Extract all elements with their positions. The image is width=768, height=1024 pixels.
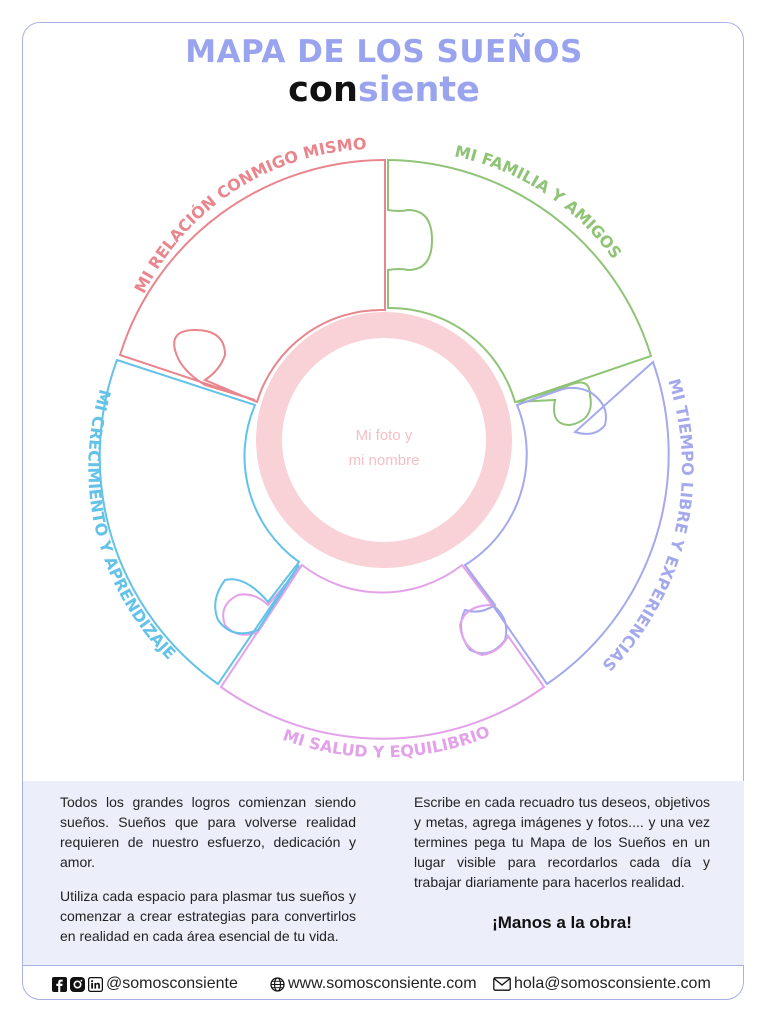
social-handle[interactable]: @somosconsiente [106, 975, 238, 992]
footer-email[interactable]: hola@somosconsiente.com [493, 974, 711, 994]
page-title: MAPA DE LOS SUEÑOS [185, 34, 583, 70]
area-label-familia: MI FAMILIA Y AMIGOS [453, 141, 625, 262]
dream-map: Mi foto y mi nombre MI RELACIÓN CONMIGO … [84, 134, 697, 761]
photo-label-line2: mi nombre [349, 452, 420, 469]
segment-tiempo[interactable] [460, 360, 670, 686]
linkedin-icon[interactable] [88, 976, 103, 992]
instagram-icon[interactable] [70, 976, 85, 992]
segment-salud[interactable] [219, 563, 546, 740]
footer-website[interactable]: www.somosconsiente.com [270, 974, 477, 994]
info-left-paragraph-1: Todos los grandes logros comienzan siend… [60, 794, 356, 870]
footer-social[interactable]: @somosconsiente [52, 974, 238, 994]
globe-icon [270, 976, 285, 992]
area-label-relacion: MI RELACIÓN CONMIGO MISMO [130, 134, 367, 296]
area-label-crecimiento: MI CRECIMIENTO Y APRENDIZAJE [84, 387, 179, 663]
call-to-action: ¡Manos a la obra! [492, 913, 632, 932]
segment-relacion[interactable] [118, 158, 386, 404]
info-right-paragraph-1: Escribe en cada recuadro tus deseos, obj… [414, 794, 710, 890]
brand-logo: consiente [0, 70, 768, 110]
brand-part-1: con [288, 70, 358, 110]
brand-part-2: siente [357, 70, 480, 110]
email-link[interactable]: hola@somosconsiente.com [514, 975, 711, 992]
footer [23, 965, 744, 1002]
website-link[interactable]: www.somosconsiente.com [288, 975, 477, 992]
info-right-column: Escribe en cada recuadro tus deseos, obj… [414, 792, 710, 906]
info-left-column: Todos los grandes logros comienzan siend… [60, 792, 356, 960]
mail-icon [493, 977, 511, 991]
segment-familia[interactable] [387, 158, 653, 427]
photo-label-line1: Mi foto y [356, 427, 413, 444]
area-label-tiempo: MI TIEMPO LIBRE Y EXPERIENCIAS [598, 376, 697, 675]
info-panel [23, 781, 744, 965]
segment-crecimiento[interactable] [98, 358, 301, 686]
photo-ring [256, 312, 512, 568]
facebook-icon[interactable] [52, 976, 67, 992]
info-left-paragraph-2: Utiliza cada espacio para plasmar tus su… [60, 888, 356, 944]
